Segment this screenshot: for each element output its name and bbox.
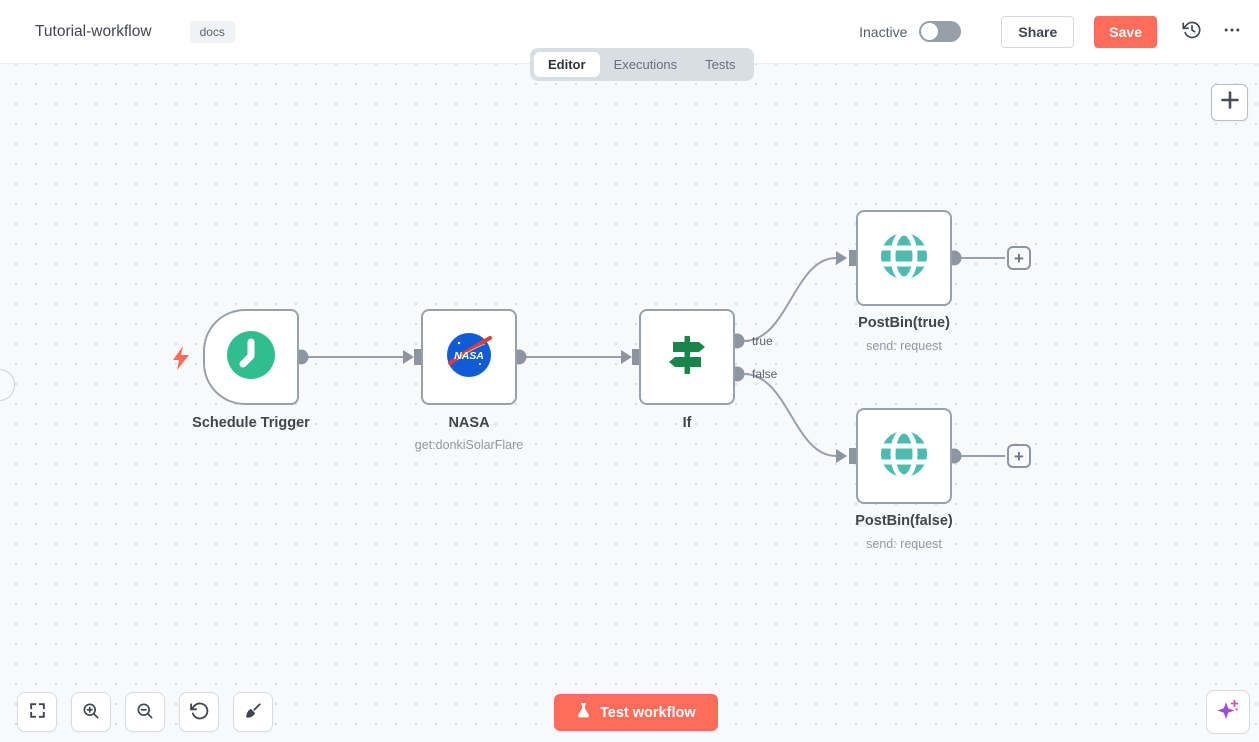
svg-text:NASA: NASA (454, 350, 484, 362)
workflow-canvas[interactable] (0, 64, 1259, 742)
fit-view-icon (28, 701, 47, 723)
node-label-nasa: NASA (448, 415, 490, 431)
zoom-out-icon (135, 701, 155, 724)
clock-icon (226, 330, 276, 385)
test-workflow-label: Test workflow (600, 704, 696, 721)
node-nasa[interactable]: NASA (421, 309, 517, 405)
plus-icon (1220, 90, 1240, 115)
save-button[interactable]: Save (1094, 15, 1157, 48)
zoom-in-icon (81, 701, 101, 724)
status-label: Inactive (859, 23, 908, 40)
node-subtitle-postbin-true: send: request (866, 339, 942, 353)
header-actions: Inactive Share Save (859, 15, 1259, 48)
tidy-up-button[interactable] (233, 692, 273, 732)
sparkles-icon (1215, 698, 1241, 727)
reset-zoom-icon (189, 701, 209, 724)
globe-icon (878, 230, 930, 287)
broom-icon (243, 701, 263, 724)
header: Tutorial-workflow docs Inactive Share Sa… (0, 0, 1259, 64)
node-label-postbin-true: PostBin(true) (858, 315, 950, 331)
workflow-tag-docs[interactable]: docs (189, 20, 235, 43)
add-next-node-button-true[interactable]: + (1007, 246, 1031, 270)
tab-tests[interactable]: Tests (705, 57, 736, 72)
history-button[interactable] (1177, 17, 1207, 47)
node-label-postbin-false: PostBin(false) (855, 513, 953, 529)
node-if[interactable] (639, 309, 735, 405)
view-tabs: Editor Executions Tests (530, 48, 754, 81)
node-subtitle-nasa: get:donkiSolarFlare (414, 438, 524, 452)
ellipsis-icon (1222, 20, 1242, 43)
add-node-button[interactable] (1211, 84, 1248, 121)
tab-executions[interactable]: Executions (613, 57, 678, 72)
add-next-node-button-false[interactable]: + (1007, 444, 1031, 468)
node-label-if: If (682, 415, 692, 431)
share-button[interactable]: Share (1001, 15, 1075, 48)
trigger-bolt-icon (172, 346, 190, 375)
test-workflow-button[interactable]: Test workflow (554, 694, 718, 731)
node-label-schedule-trigger: Schedule Trigger (192, 415, 310, 431)
reset-zoom-button[interactable] (179, 692, 219, 732)
nasa-logo: NASA (445, 331, 493, 384)
node-subtitle-postbin-false: send: request (866, 537, 942, 551)
signpost-icon (664, 332, 710, 383)
globe-icon (878, 428, 930, 485)
edge-label-true: true (752, 334, 773, 348)
tab-editor[interactable]: Editor (534, 52, 600, 77)
active-toggle[interactable] (919, 21, 962, 42)
zoom-out-button[interactable] (125, 692, 165, 732)
flask-icon (576, 702, 591, 723)
fit-view-button[interactable] (17, 692, 57, 732)
ai-assistant-button[interactable] (1206, 690, 1250, 734)
more-options-button[interactable] (1217, 17, 1247, 47)
edge-label-false: false (752, 367, 778, 381)
history-icon (1182, 20, 1202, 43)
zoom-in-button[interactable] (71, 692, 111, 732)
node-postbin-true[interactable] (856, 210, 952, 306)
node-schedule-trigger[interactable] (203, 309, 299, 405)
node-postbin-false[interactable] (856, 408, 952, 504)
toggle-knob (921, 23, 939, 40)
workflow-title[interactable]: Tutorial-workflow (35, 22, 152, 40)
